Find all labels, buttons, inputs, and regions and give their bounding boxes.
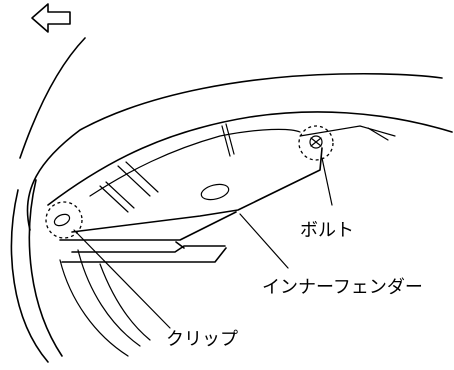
- inner-fender-panel: [59, 123, 396, 263]
- clip-label: クリップ: [166, 329, 238, 350]
- tire: [10, 179, 151, 363]
- arrow-left-icon: [31, 3, 71, 33]
- inner-fender-label: インナーフェンダー: [262, 277, 423, 298]
- fender-body: [19, 37, 453, 231]
- bolt-callout: [298, 125, 334, 206]
- bolt-label: ボルト: [300, 220, 354, 241]
- clip-callout: [45, 201, 171, 329]
- inner-fender-leader: [239, 213, 289, 269]
